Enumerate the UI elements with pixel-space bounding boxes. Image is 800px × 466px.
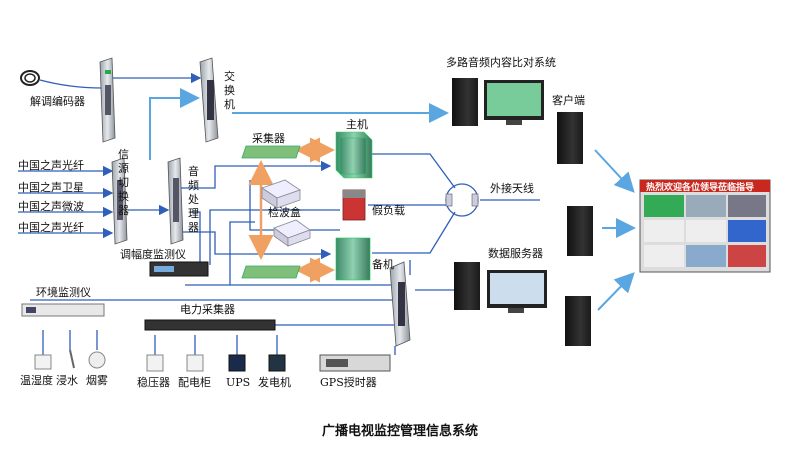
label-switch: 交换机 bbox=[224, 69, 235, 111]
am-monitor-icon bbox=[149, 261, 209, 277]
label-detector-box: 检波盒 bbox=[268, 205, 301, 219]
label-audio-processor: 音频处理器 bbox=[188, 164, 199, 234]
labels: 解调编码器 中国之声光纤 中国之声卫星 中国之声微波 中国之声光纤 采集器 主机… bbox=[18, 55, 754, 439]
audio-processor-icon bbox=[167, 157, 184, 245]
label-ups: UPS bbox=[226, 376, 250, 389]
switch-device-icon bbox=[199, 57, 219, 143]
flow-arrows bbox=[149, 88, 636, 311]
label-main-tx: 主机 bbox=[346, 117, 368, 131]
collector-board-icon bbox=[241, 145, 301, 279]
source-switcher-icon bbox=[111, 157, 128, 245]
label-external-antenna: 外接天线 bbox=[490, 181, 534, 195]
dummy-load-icon bbox=[342, 189, 366, 221]
detector-box-icon bbox=[261, 179, 311, 247]
label-stabilizer: 稳压器 bbox=[137, 375, 170, 389]
display-wall-icon bbox=[639, 179, 771, 273]
label-backup-tx: 备机 bbox=[372, 257, 394, 271]
label-dummy-load: 假负载 bbox=[372, 203, 405, 217]
figure-caption: 广播电视监控管理信息系统 bbox=[322, 423, 478, 439]
label-collector: 采集器 bbox=[252, 131, 285, 145]
server-tower-icon bbox=[452, 78, 593, 346]
antenna-combiner-icon bbox=[445, 183, 479, 217]
label-client: 客户端 bbox=[552, 93, 585, 107]
label-dist-cabinet: 配电柜 bbox=[178, 376, 211, 389]
label-temp-humidity: 温湿度 bbox=[20, 373, 53, 387]
label-source-switcher: 信源切换器 bbox=[118, 148, 129, 217]
central-switch-icon bbox=[389, 261, 411, 347]
power-collector-icon bbox=[144, 319, 276, 331]
sensor-icon bbox=[34, 349, 106, 370]
label-env-monitor: 环境监测仪 bbox=[36, 285, 91, 299]
label-source-fiber-2: 中国之声光纤 bbox=[18, 220, 84, 234]
collector-arrows bbox=[248, 137, 335, 283]
power-device-icons bbox=[146, 354, 286, 372]
screen-banner: 热烈欢迎各位领导莅临指导 bbox=[646, 181, 754, 193]
label-smoke: 烟雾 bbox=[86, 373, 108, 387]
label-power-collector: 电力采集器 bbox=[180, 302, 235, 316]
ups-icon bbox=[228, 354, 246, 372]
label-generator: 发电机 bbox=[258, 375, 291, 389]
label-gps-timer: GPS授时器 bbox=[320, 375, 377, 389]
label-source-satellite: 中国之声卫星 bbox=[18, 180, 84, 194]
label-source-microwave: 中国之声微波 bbox=[18, 199, 84, 213]
env-monitor-icon bbox=[21, 303, 105, 317]
label-water-leak: 浸水 bbox=[56, 374, 78, 387]
generator-icon bbox=[268, 354, 286, 372]
decoder-device-icon bbox=[99, 57, 116, 143]
gps-device-icon bbox=[319, 354, 391, 372]
label-source-fiber-1: 中国之声光纤 bbox=[18, 158, 84, 172]
label-audio-compare: 多路音频内容比对系统 bbox=[446, 55, 556, 69]
label-decoder: 解调编码器 bbox=[30, 94, 85, 108]
monitor-icon bbox=[484, 80, 547, 313]
label-am-monitor: 调幅度监测仪 bbox=[120, 247, 186, 261]
transmitter-cabinet-icon bbox=[335, 131, 373, 179]
label-data-server: 数据服务器 bbox=[488, 246, 543, 260]
cable-coil-icon bbox=[20, 70, 40, 86]
backup-transmitter-icon bbox=[335, 237, 371, 281]
connection-lines bbox=[18, 72, 540, 355]
